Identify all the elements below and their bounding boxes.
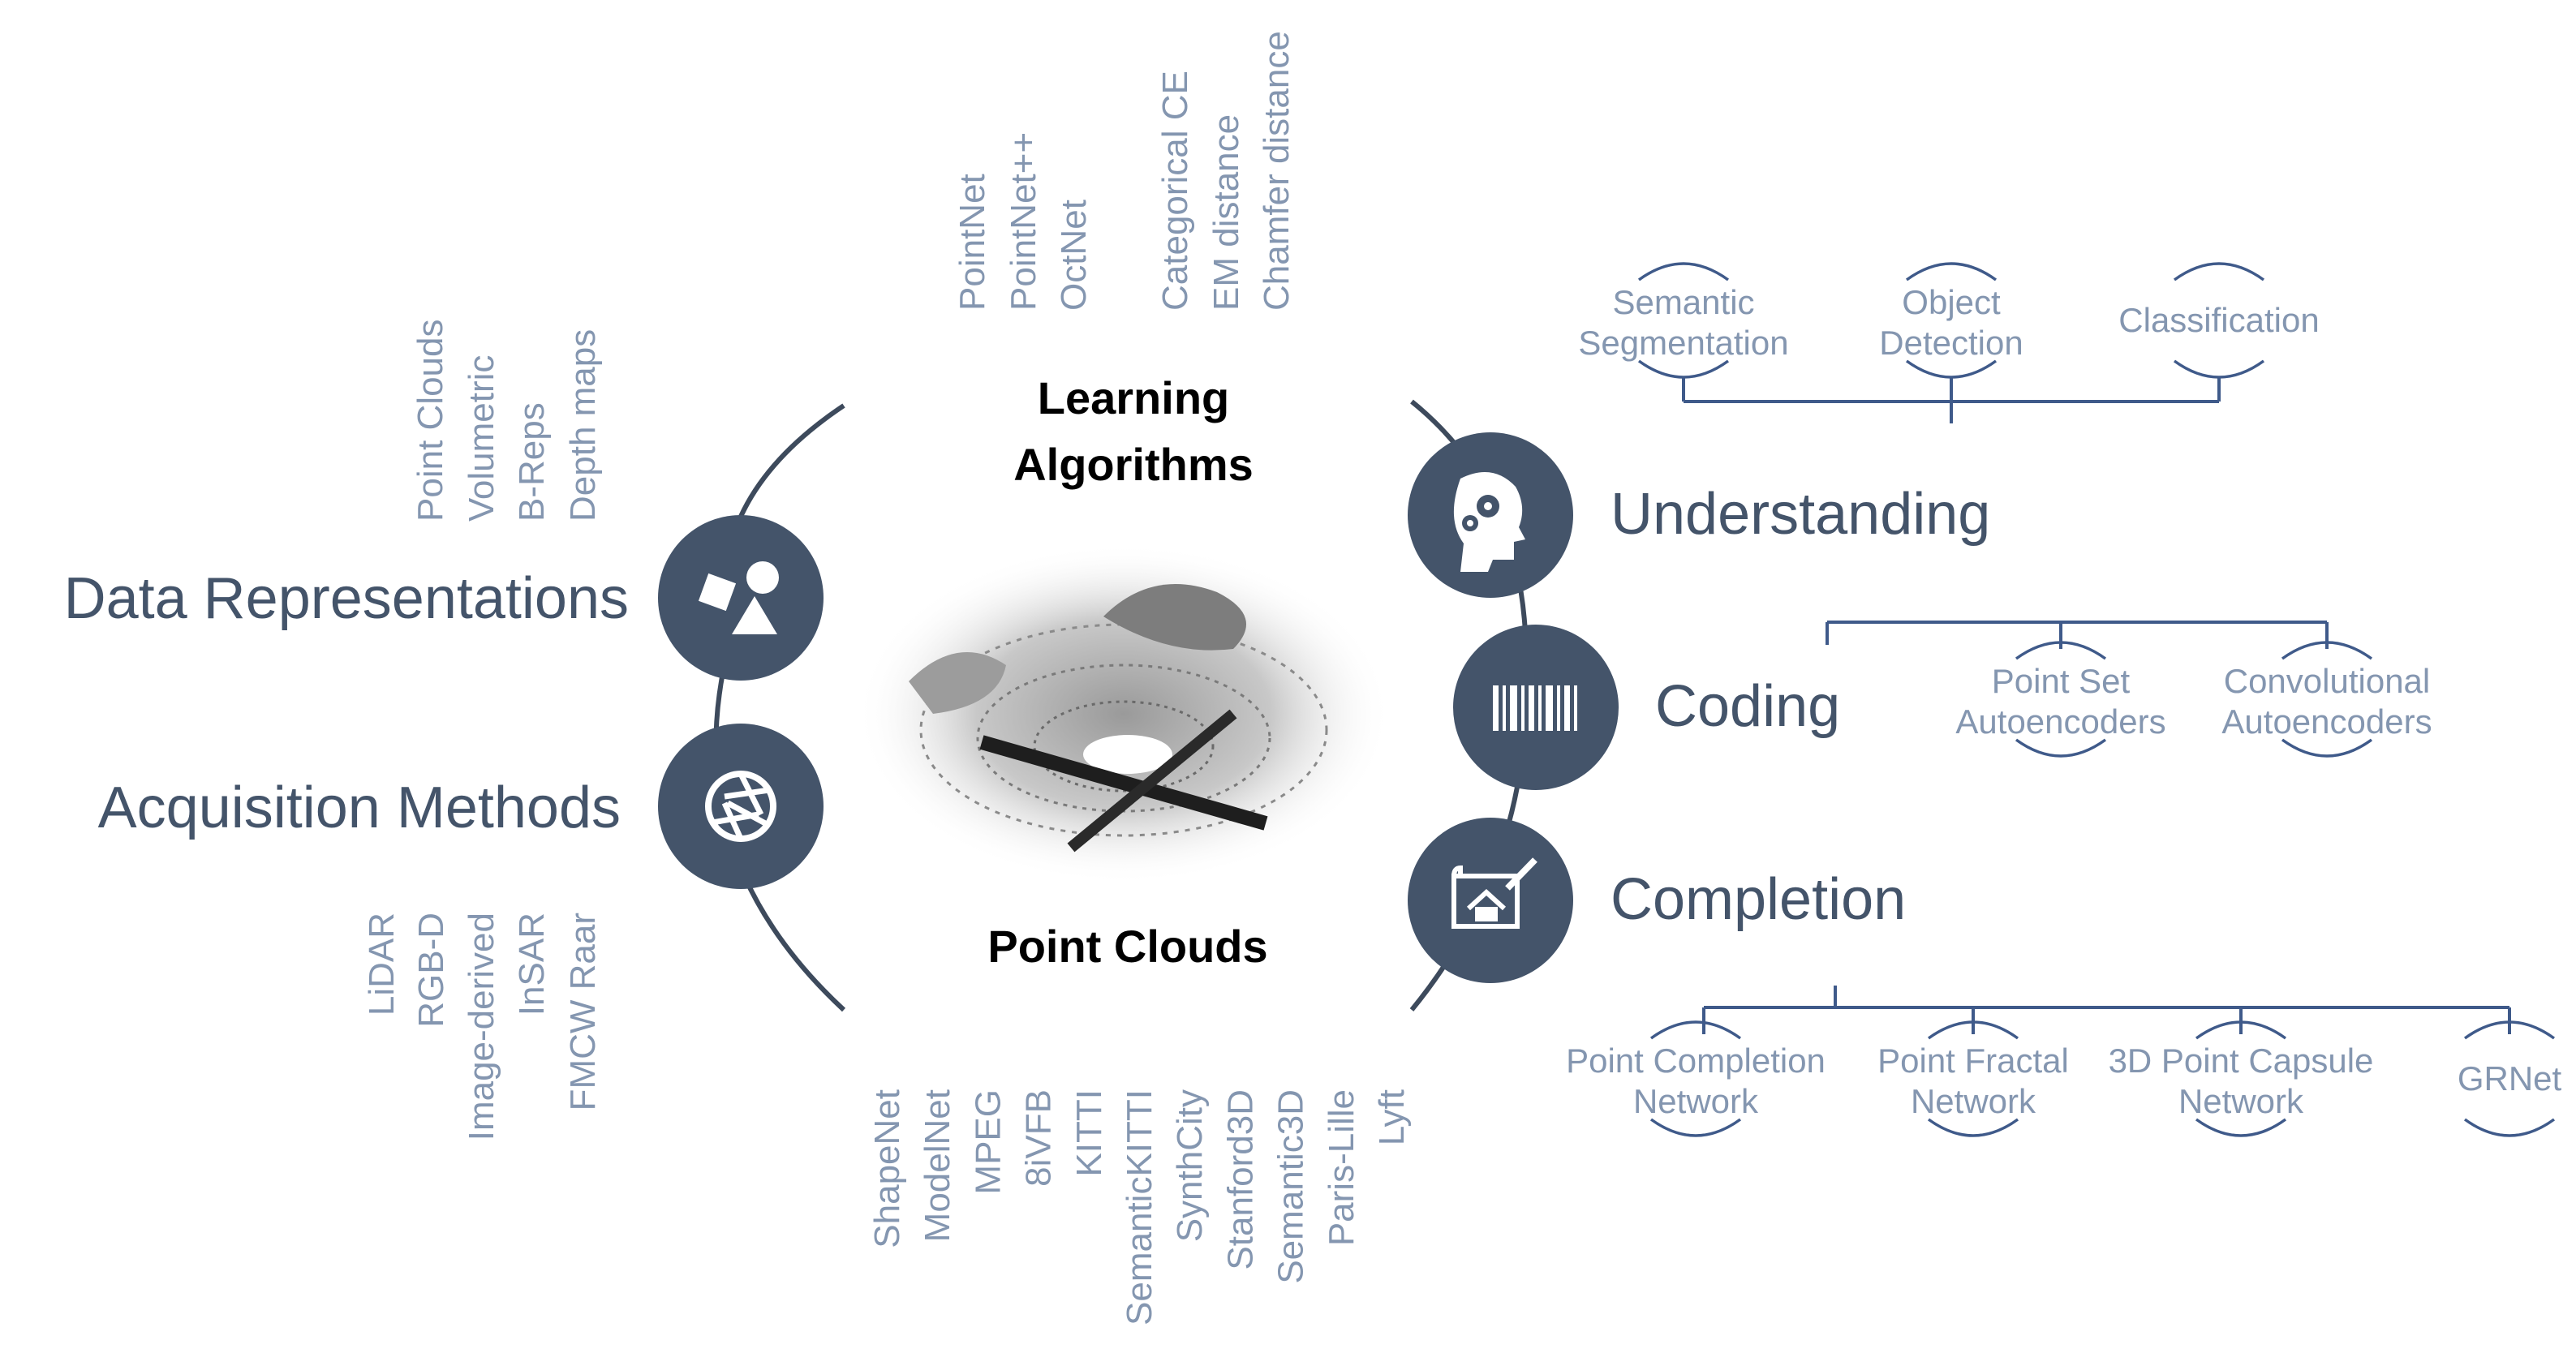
shapes-icon bbox=[698, 561, 779, 634]
understanding-task: Classification bbox=[2118, 262, 2320, 379]
completion-task-line2: Network bbox=[1633, 1082, 1759, 1120]
completion-tree-lines bbox=[1702, 986, 2511, 1034]
learning-network-items: PointNet PointNet++ OctNet bbox=[953, 132, 1094, 311]
acquisition-method-item: LiDAR bbox=[362, 913, 402, 1016]
coding-task-line2: Autoencoders bbox=[1955, 702, 2165, 741]
coding-node bbox=[1453, 625, 1619, 790]
acquisition-method-item: Image-derived bbox=[462, 913, 501, 1140]
data-representation-item: Volumetric bbox=[462, 355, 501, 522]
dataset-item: SynthCity bbox=[1170, 1089, 1210, 1242]
dataset-item: MPEG bbox=[968, 1089, 1008, 1195]
head-gears-icon bbox=[1453, 472, 1525, 572]
data-representations-label: Data Representations bbox=[64, 566, 629, 631]
understanding-task-line2: Detection bbox=[1879, 324, 2023, 362]
understanding-task-line1: Semantic bbox=[1612, 283, 1754, 321]
learning-network-item: OctNet bbox=[1054, 200, 1094, 311]
acquisition-method-item: FMCW Raar bbox=[563, 913, 603, 1110]
dataset-item: Lyft bbox=[1372, 1089, 1412, 1145]
learning-title-line2: Algorithms bbox=[1013, 439, 1254, 490]
completion-task-line1: 3D Point Capsule bbox=[2109, 1042, 2374, 1080]
completion-task-line1: GRNet bbox=[2458, 1059, 2562, 1097]
completion-task-line2: Network bbox=[2178, 1082, 2304, 1120]
understanding-task-line2: Segmentation bbox=[1578, 324, 1788, 362]
completion-task: GRNet bbox=[2458, 1020, 2562, 1137]
learning-title-line1: Learning bbox=[1038, 372, 1229, 423]
completion-node bbox=[1408, 818, 1573, 983]
dataset-item: Semantic3D bbox=[1271, 1089, 1311, 1284]
dataset-item: KITTI bbox=[1069, 1089, 1109, 1177]
point-cloud-scan-image bbox=[856, 543, 1391, 884]
understanding-label: Understanding bbox=[1611, 482, 1990, 547]
barcode-icon bbox=[1493, 685, 1577, 731]
coding-tree-lines bbox=[1826, 621, 2329, 649]
understanding-task-line1: Object bbox=[1902, 283, 2001, 321]
understanding-tree-lines bbox=[1682, 377, 2221, 423]
completion-label: Completion bbox=[1611, 867, 1906, 932]
dataset-item: 8iVFB bbox=[1019, 1089, 1059, 1187]
coding-task-line1: Point Set bbox=[1992, 662, 2131, 700]
data-representations-node bbox=[658, 515, 824, 681]
coding-task-items: Point SetAutoencodersConvolutionalAutoen… bbox=[1955, 641, 2432, 758]
acquisition-method-item: RGB-D bbox=[411, 913, 451, 1028]
data-representation-item: Depth maps bbox=[563, 329, 603, 522]
coding-task-line1: Convolutional bbox=[2224, 662, 2431, 700]
learning-loss-items: Categorical CE EM distance Chamfer distanc… bbox=[1155, 31, 1297, 311]
dataset-item: Stanford3D bbox=[1220, 1089, 1260, 1270]
acquisition-methods-node bbox=[658, 724, 824, 889]
completion-task-line1: Point Completion bbox=[1566, 1042, 1826, 1080]
learning-loss-item: Categorical CE bbox=[1155, 71, 1195, 311]
acquisition-methods-label: Acquisition Methods bbox=[98, 775, 621, 840]
learning-loss-item: Chamfer distance bbox=[1257, 31, 1297, 311]
left-arc bbox=[713, 403, 846, 1012]
learning-network-item: PointNet++ bbox=[1004, 132, 1043, 311]
data-representation-items: Point Clouds Volumetric B-Reps Depth maps bbox=[411, 320, 603, 522]
dataset-item: Paris-Lille bbox=[1322, 1089, 1361, 1246]
blueprint-house-icon bbox=[1451, 857, 1537, 929]
completion-task-line2: Network bbox=[1911, 1082, 2036, 1120]
learning-network-item: PointNet bbox=[953, 174, 992, 311]
data-representation-item: B-Reps bbox=[512, 402, 552, 522]
dataset-item: ModelNet bbox=[918, 1089, 957, 1242]
data-representation-item: Point Clouds bbox=[411, 320, 450, 522]
dataset-item: ShapeNet bbox=[867, 1089, 907, 1248]
coding-task-line2: Autoencoders bbox=[2221, 702, 2432, 741]
completion-task-line1: Point Fractal bbox=[1877, 1042, 2069, 1080]
aperture-icon bbox=[705, 771, 776, 842]
coding-label: Coding bbox=[1655, 674, 1840, 739]
learning-loss-item: EM distance bbox=[1206, 114, 1246, 311]
point-clouds-title: Point Clouds bbox=[987, 921, 1267, 972]
acquisition-method-item: InSAR bbox=[512, 913, 552, 1016]
understanding-task-line1: Classification bbox=[2118, 301, 2319, 339]
dataset-item: SemanticKITTI bbox=[1120, 1089, 1159, 1325]
understanding-node bbox=[1408, 432, 1573, 598]
